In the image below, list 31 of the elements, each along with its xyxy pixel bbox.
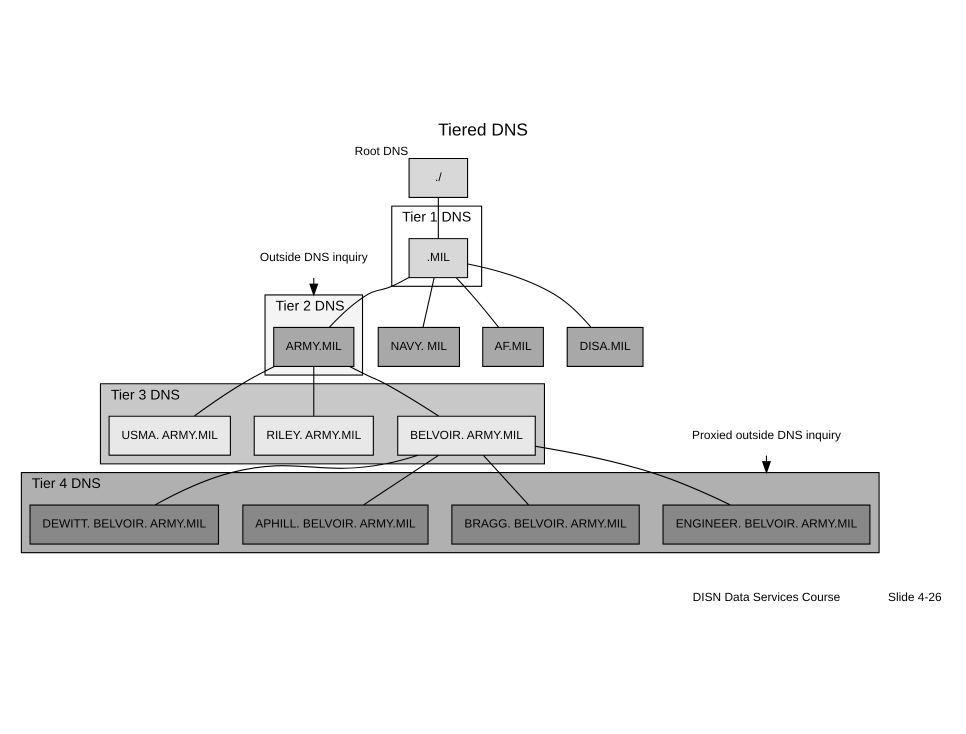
connector <box>194 365 275 416</box>
connector <box>456 277 499 328</box>
label: DISN Data Services Course <box>692 590 840 604</box>
node-box: ARMY.MIL <box>273 326 354 366</box>
connector <box>313 366 314 416</box>
node-text: Proxied outside DNS inquiry <box>692 427 841 442</box>
arrow <box>309 278 318 296</box>
node-box: DEWITT. BELVOIR. ARMY.MIL <box>30 504 220 544</box>
connector <box>363 454 439 505</box>
node-text: Outside DNS inquiry <box>260 250 368 264</box>
node-box: USMA. ARMY.MIL <box>108 415 231 456</box>
node-box: BRAGG. BELVOIR. ARMY.MIL <box>451 504 640 544</box>
node-box: DISA.MIL <box>566 326 644 366</box>
node-box: .MIL <box>408 238 468 278</box>
connector <box>422 277 435 327</box>
node-box: APHILL. BELVOIR. ARMY.MIL <box>242 504 429 544</box>
node-box: BELVOIR. ARMY.MIL <box>397 415 536 456</box>
connector <box>438 197 439 238</box>
node-box: NAVY. MIL <box>378 326 460 366</box>
node-box: RILEY. ARMY.MIL <box>254 415 374 456</box>
connector <box>535 445 731 505</box>
node-box: ./ <box>408 157 468 198</box>
connector <box>468 262 592 327</box>
connector <box>349 366 440 416</box>
label: Slide 4-26 <box>888 590 942 604</box>
node-label: Root DNS <box>354 144 408 158</box>
node-box: AF.MIL <box>482 326 544 366</box>
node-box: ENGINEER. BELVOIR. ARMY.MIL <box>662 504 870 544</box>
connector <box>329 276 409 328</box>
diagram-title: Tiered DNS <box>438 119 528 140</box>
connector <box>154 454 418 505</box>
